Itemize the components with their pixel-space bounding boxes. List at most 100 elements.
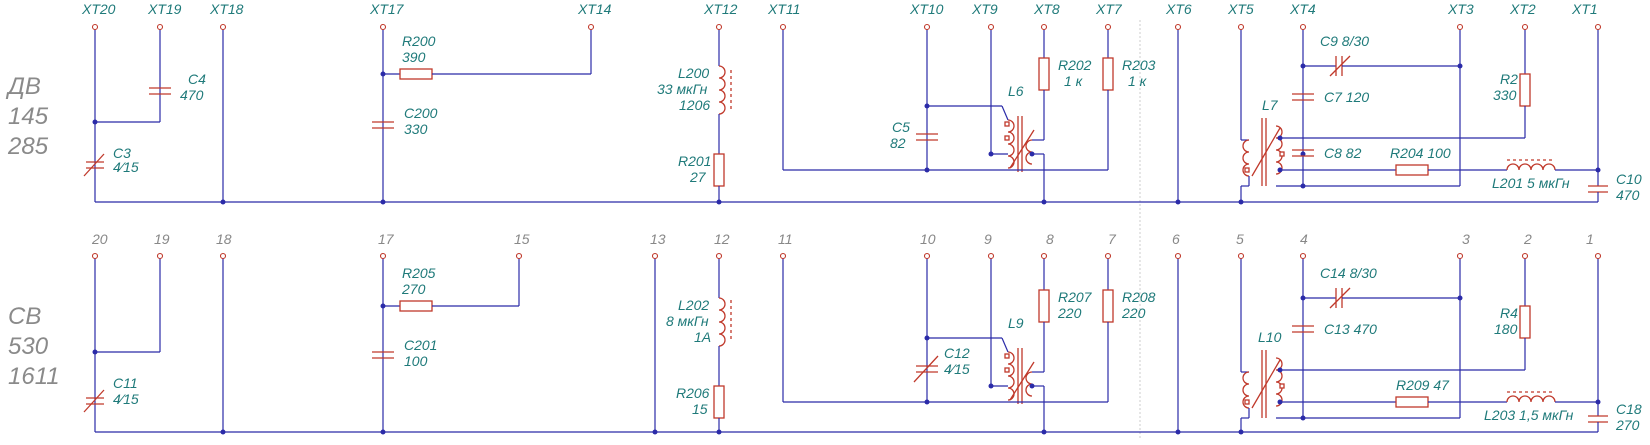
resistor-r206	[713, 385, 725, 419]
r207-ref: R207	[1058, 289, 1093, 305]
band-low-top: 145	[8, 103, 49, 130]
c3-ref: C3	[113, 145, 131, 161]
capacitor-c13	[1292, 325, 1314, 333]
c4-ref: C4	[188, 71, 206, 87]
top-pin-labels: XT20 XT19 XT18 XT17 XT14 XT12 XT11 XT10 …	[81, 1, 1598, 17]
pin-label: 1	[1586, 231, 1594, 247]
l202-ref: L202	[678, 297, 709, 313]
resistor-r209	[1395, 396, 1429, 408]
l203-label: L203 1,5 мкГн	[1484, 407, 1574, 423]
capacitor-c11	[83, 389, 105, 413]
pin-label: 11	[778, 231, 793, 247]
l6-ref: L6	[1008, 83, 1024, 99]
pin-label: 18	[216, 231, 232, 247]
pin-label: XT14	[577, 1, 612, 17]
c9-label: C9 8/30	[1320, 33, 1369, 49]
bottom-circuit: C11 4⁄15 R205 270 C201 100	[83, 252, 1642, 435]
c14-label: C14 8/30	[1320, 265, 1377, 281]
c3-value: 4⁄15	[113, 159, 139, 175]
c201-value: 100	[404, 353, 428, 369]
bottom-pin-labels: 20 19 18 17 15 13 12 11 10 9 8 7 6 5 4 3…	[91, 231, 1594, 247]
r206-value: 15	[692, 401, 708, 417]
c201-ref: C201	[404, 337, 437, 353]
resistor-r2	[1519, 73, 1531, 107]
pin-label: XT2	[1509, 1, 1536, 17]
pin-label: XT7	[1095, 1, 1123, 17]
l202-extra: 1A	[694, 329, 711, 345]
capacitor-c200	[372, 121, 394, 129]
pin-label: 17	[378, 231, 395, 247]
pin-label: 12	[714, 231, 730, 247]
c11-value: 4⁄15	[113, 391, 139, 407]
pin-label: XT17	[369, 1, 405, 17]
c10-value: 470	[1616, 187, 1640, 203]
resistor-r202	[1038, 57, 1050, 91]
c10-ref: C10	[1616, 171, 1642, 187]
pin-label: 2	[1523, 231, 1532, 247]
r204-label: R204 100	[1390, 145, 1451, 161]
r206-ref: R206	[676, 385, 710, 401]
band-high-top: 285	[7, 133, 49, 160]
pin-label: XT5	[1227, 1, 1254, 17]
capacitor-c201	[372, 351, 394, 359]
r200-ref: R200	[402, 33, 436, 49]
pin-label: 7	[1108, 231, 1117, 247]
c200-ref: C200	[404, 105, 438, 121]
l201-label: L201 5 мкГн	[1492, 175, 1570, 191]
c12-value: 4⁄15	[944, 361, 970, 377]
resistor-r200	[399, 68, 433, 80]
pin-label: XT4	[1289, 1, 1316, 17]
r2-ref: R2	[1500, 71, 1518, 87]
r203-ref: R203	[1122, 57, 1156, 73]
resistor-r4	[1519, 305, 1531, 339]
pin-label: XT8	[1033, 1, 1060, 17]
r4-value: 180	[1494, 321, 1518, 337]
inductor-l201	[1506, 159, 1556, 171]
capacitor-c18	[1588, 415, 1608, 423]
pin-label: 9	[984, 231, 992, 247]
inductor-l200	[718, 65, 726, 115]
r200-value: 390	[402, 49, 426, 65]
pin-label: 3	[1462, 231, 1470, 247]
capacitor-c4	[149, 87, 171, 95]
pin-label: XT10	[909, 1, 944, 17]
capacitor-c12	[913, 355, 939, 383]
r209-label: R209 47	[1396, 377, 1450, 393]
resistor-r208	[1102, 289, 1114, 323]
r205-ref: R205	[402, 265, 436, 281]
r201-ref: R201	[678, 153, 711, 169]
band-name-bottom: СВ	[8, 303, 41, 330]
c200-value: 330	[404, 121, 428, 137]
capacitor-c5	[916, 133, 938, 141]
c18-ref: C18	[1616, 401, 1642, 417]
capacitor-c7	[1292, 93, 1314, 101]
transformer-l9	[1004, 348, 1035, 404]
pin-label: 5	[1236, 231, 1244, 247]
pin-label: XT6	[1165, 1, 1192, 17]
band-low-bottom: 530	[8, 333, 49, 360]
transformer-l6	[1004, 116, 1035, 172]
band-name-top: ДВ	[5, 73, 41, 100]
pin-label: XT19	[147, 1, 182, 17]
inductor-l203	[1506, 391, 1556, 403]
pin-label: 15	[514, 231, 530, 247]
l200-value: 33 мкГн	[657, 81, 708, 97]
capacitor-c8	[1292, 149, 1314, 157]
r4-ref: R4	[1500, 305, 1518, 321]
pin-label: XT20	[81, 1, 116, 17]
r2-value: 330	[1493, 87, 1517, 103]
l10-ref: L10	[1258, 329, 1282, 345]
c5-value: 82	[890, 135, 906, 151]
band-high-bottom: 1611	[8, 363, 60, 390]
capacitor-c3	[83, 153, 105, 177]
c8-label: C8 82	[1324, 145, 1362, 161]
pin-label: 8	[1046, 231, 1054, 247]
pin-label: XT11	[767, 1, 800, 17]
l200-extra: 1206	[679, 97, 710, 113]
r202-ref: R202	[1058, 57, 1092, 73]
top-circuit: C3 4⁄15 C4 470 R200 390 C200 330	[83, 23, 1642, 205]
pin-label: XT1	[1571, 1, 1598, 17]
r207-value: 220	[1057, 305, 1082, 321]
pin-label: 13	[650, 231, 666, 247]
